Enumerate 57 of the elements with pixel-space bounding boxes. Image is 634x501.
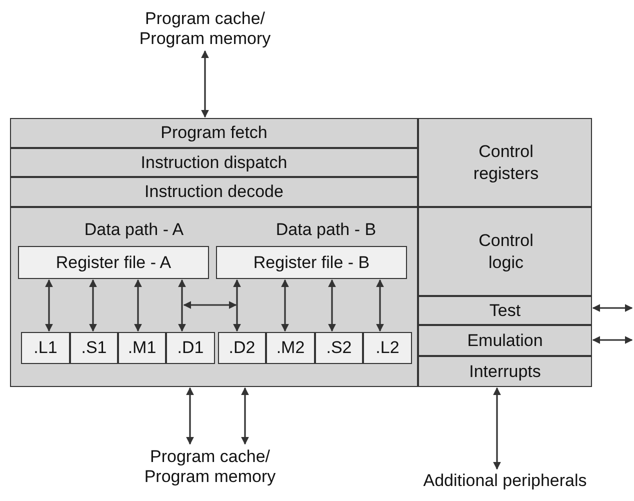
double-arrow [241,387,249,445]
functional-unit-box [166,332,215,364]
double-arrow [178,279,186,332]
control-block [418,325,592,356]
block-label: .M2 [275,338,306,358]
double-arrow [592,336,633,344]
processor-block [10,118,592,387]
block-label: .L1 [32,338,58,358]
functional-unit-box [21,332,70,364]
caption-text: Additional peripherals [423,471,587,491]
block-label: Control logic [478,230,534,274]
register-file-box [216,246,407,279]
pipeline-stage [10,118,418,148]
pipeline-stage [10,177,418,207]
data-path-block [10,207,418,387]
functional-unit-box [315,332,363,364]
block-label: .D1 [176,338,205,358]
block-label: .M1 [126,338,158,358]
double-arrow [201,50,209,118]
register-file-box [18,246,209,279]
functional-unit-box [118,332,166,364]
double-arrow [233,279,241,332]
block-label: Interrupts [468,362,542,382]
block-label: Test [488,300,522,320]
caption-text: Program cache/ Program memory [138,9,272,49]
functional-unit-box [70,332,118,364]
double-arrow [592,304,633,312]
caption-text: Program cache/ Program memory [143,447,277,487]
control-block [418,207,592,296]
control-block [418,356,592,387]
block-label: Instruction decode [144,182,284,202]
block-label: .S2 [325,338,353,358]
block-label: Register file - A [54,252,172,272]
double-arrow [186,387,194,445]
block-label: .D2 [228,338,256,358]
block-label: Control registers [472,140,540,184]
double-arrow [493,387,501,470]
block-label: Program fetch [160,123,268,143]
block-label: Instruction dispatch [140,152,288,172]
functional-unit-box [363,332,412,364]
double-arrow [45,279,53,332]
section-heading: Data path - B [274,220,378,240]
double-arrow [376,279,384,332]
control-block [418,118,592,207]
block-label: .S1 [80,338,108,358]
section-heading: Data path - A [83,220,185,240]
functional-unit-box [218,332,266,364]
double-arrow [281,279,289,332]
functional-unit-box [266,332,315,364]
double-arrow [89,279,97,332]
double-arrow [328,279,336,332]
control-block [418,296,592,325]
block-label: Emulation [466,330,544,350]
block-label: .L2 [374,338,400,358]
double-arrow [134,279,142,332]
block-label: Register file - B [252,252,371,272]
pipeline-stage [10,148,418,177]
